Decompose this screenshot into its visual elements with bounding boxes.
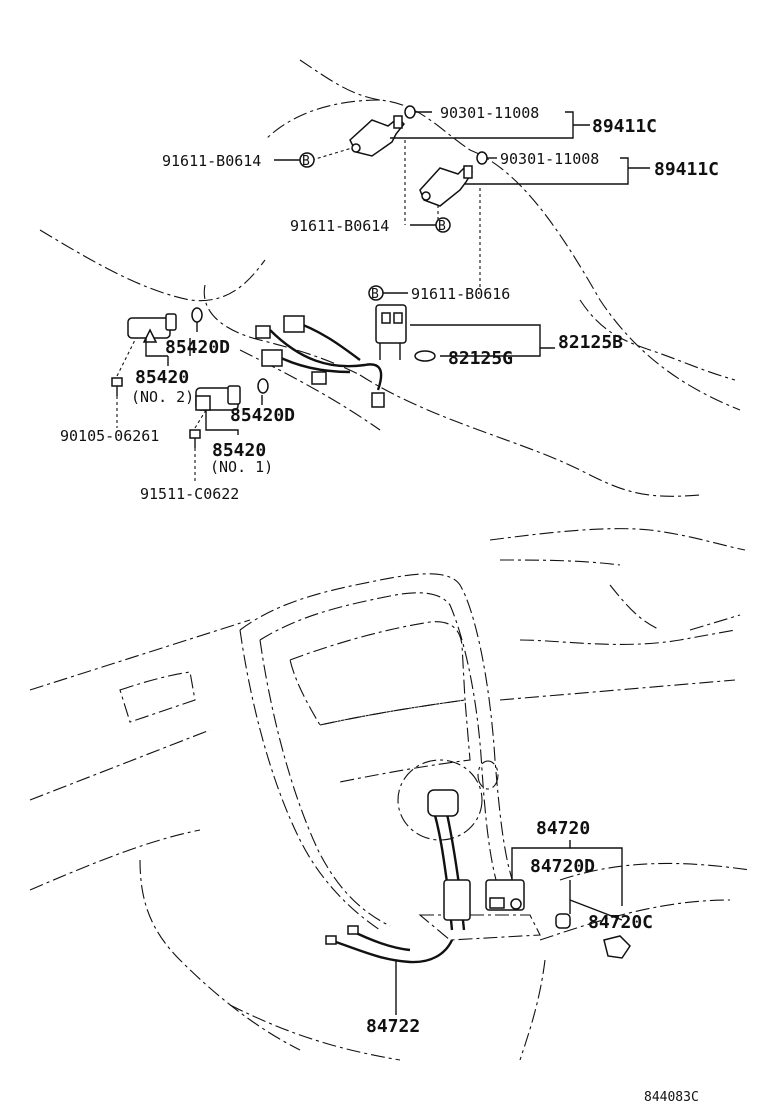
label-91611-b0614: 91611-B0614 (162, 152, 261, 170)
label-85420-no2: 85420 (135, 367, 189, 388)
label-84720: 84720 (536, 818, 590, 839)
label-90105-06261: 90105-06261 (60, 427, 159, 445)
label-91511-c0622: 91511-C0622 (140, 485, 239, 503)
solenoid-85420d-lower (195, 378, 269, 411)
o-ring-icon (191, 307, 203, 323)
label-91611-b0616: 91611-B0616 (411, 285, 510, 303)
label-90301-11008: 90301-11008 (440, 104, 539, 122)
switch-84720 (485, 879, 631, 959)
bolt-90105-icon (111, 377, 123, 396)
body-outline-lower (29, 528, 751, 1061)
harness-84722 (325, 925, 454, 964)
svg-text:B: B (438, 219, 446, 234)
diagram-code: 844083C (644, 1090, 699, 1105)
clip-icon (603, 935, 631, 959)
label-89411c: 89411C (592, 116, 657, 137)
svg-text:B: B (302, 154, 310, 169)
label-84720c: 84720C (588, 912, 653, 933)
bolt-marker-icon: B (368, 285, 384, 302)
cap-icon (555, 913, 571, 929)
svg-text:B: B (371, 287, 379, 302)
bolt-marker-icon: B (435, 217, 451, 234)
label-no2: (NO. 2) (131, 388, 194, 406)
bolt-marker-icon: B (299, 152, 315, 169)
console-shroud (119, 573, 541, 941)
solenoid-85420d-upper (127, 307, 203, 343)
label-91611-b0614: 91611-B0614 (290, 217, 389, 235)
label-82125g: 82125G (448, 348, 513, 369)
label-90301-11008: 90301-11008 (500, 150, 599, 168)
label-82125b: 82125B (558, 332, 623, 353)
bolt-91511-icon (189, 429, 201, 448)
o-ring-icon (257, 378, 269, 394)
ring-icon (414, 350, 436, 362)
body-outline-upper (39, 59, 741, 497)
label-84720d: 84720D (530, 856, 595, 877)
label-85420-no1: 85420 (212, 440, 266, 461)
wiring-harness (255, 304, 436, 408)
gasket-icon (476, 151, 488, 165)
label-85420d: 85420D (230, 405, 295, 426)
gasket-icon (404, 105, 416, 119)
sensor-89411c-lower (419, 151, 488, 207)
label-84722: 84722 (366, 1016, 420, 1037)
label-85420d: 85420D (165, 337, 230, 358)
shift-lever (397, 759, 499, 931)
label-89411c: 89411C (654, 159, 719, 180)
label-no1: (NO. 1) (210, 458, 273, 476)
